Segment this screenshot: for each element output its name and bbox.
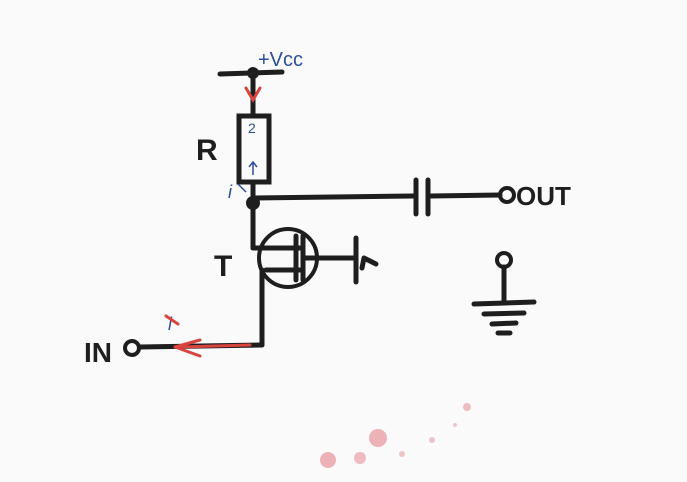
ground-bar-1 [471,299,537,307]
output-terminal [498,186,516,204]
current-arrow-in-red [173,338,252,358]
ground-bar-2 [481,310,527,317]
output-wire-right [428,192,503,199]
current-tick-top [237,183,247,193]
input-label: IN [84,337,112,368]
resistor-pin-label: 2 [248,120,256,136]
current-tick-in-red [164,314,180,326]
resistor-current-arrow-icon [248,160,258,175]
ink-splatter [320,403,471,468]
transistor-label: T [214,250,232,283]
ground-bar-3 [489,320,519,327]
resistor-label: R [196,134,218,167]
gate-end-mark [359,255,379,271]
current-label-top: i [228,182,233,202]
output-wire-left [250,193,416,201]
input-terminal [123,339,141,357]
current-arrow-top-red [244,86,262,103]
current-label-in: i [168,314,173,334]
vcc-label: +Vcc [258,49,303,71]
output-label: OUT [516,181,571,211]
